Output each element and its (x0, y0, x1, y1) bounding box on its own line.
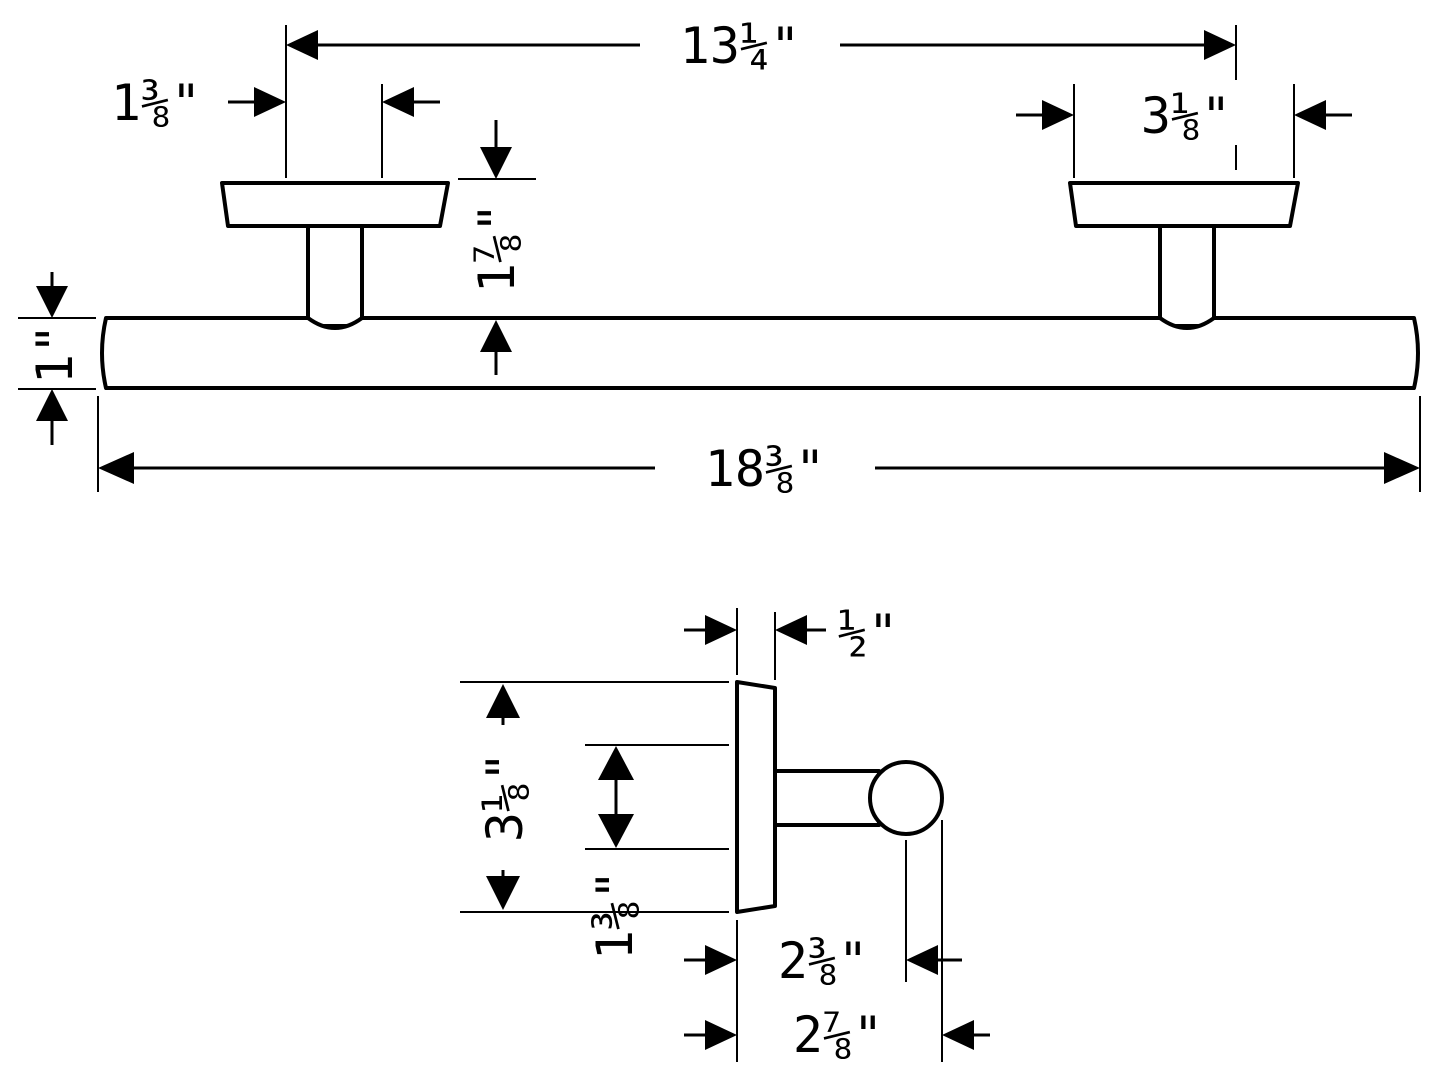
side-post (773, 769, 881, 827)
dim-overall-length: 18⅜" (705, 440, 825, 498)
bar-cross-section (868, 760, 944, 836)
dim-post-height: 1⅜" (586, 870, 644, 960)
dim-flange-thickness: ½" (838, 604, 898, 662)
side-flange (735, 680, 777, 914)
left-flange (220, 181, 450, 228)
dim-center-distance: 13¼" (680, 17, 800, 75)
grab-bar (100, 316, 1420, 390)
dim-projection-height: 1⅞" (468, 203, 526, 293)
dim-flange-height: 3⅛" (476, 752, 534, 842)
right-post (1158, 224, 1216, 328)
dim-bar-thickness: 1" (26, 324, 84, 384)
dim-mount-base-width: 1⅜" (111, 74, 201, 132)
right-flange (1068, 181, 1300, 228)
dim-wall-to-bar-inner: 2⅜" (778, 932, 868, 990)
left-post (306, 224, 364, 328)
front-view: 13¼" 1⅜" 3⅛" 1⅞" 1" 18⅜" (18, 17, 1421, 498)
dim-flange-diameter: 3⅛" (1141, 87, 1231, 145)
dim-wall-to-bar-outer: 2⅞" (793, 1006, 883, 1064)
side-view: ½" 3⅛" 1⅜" 2⅜" 2⅞" (460, 604, 990, 1064)
